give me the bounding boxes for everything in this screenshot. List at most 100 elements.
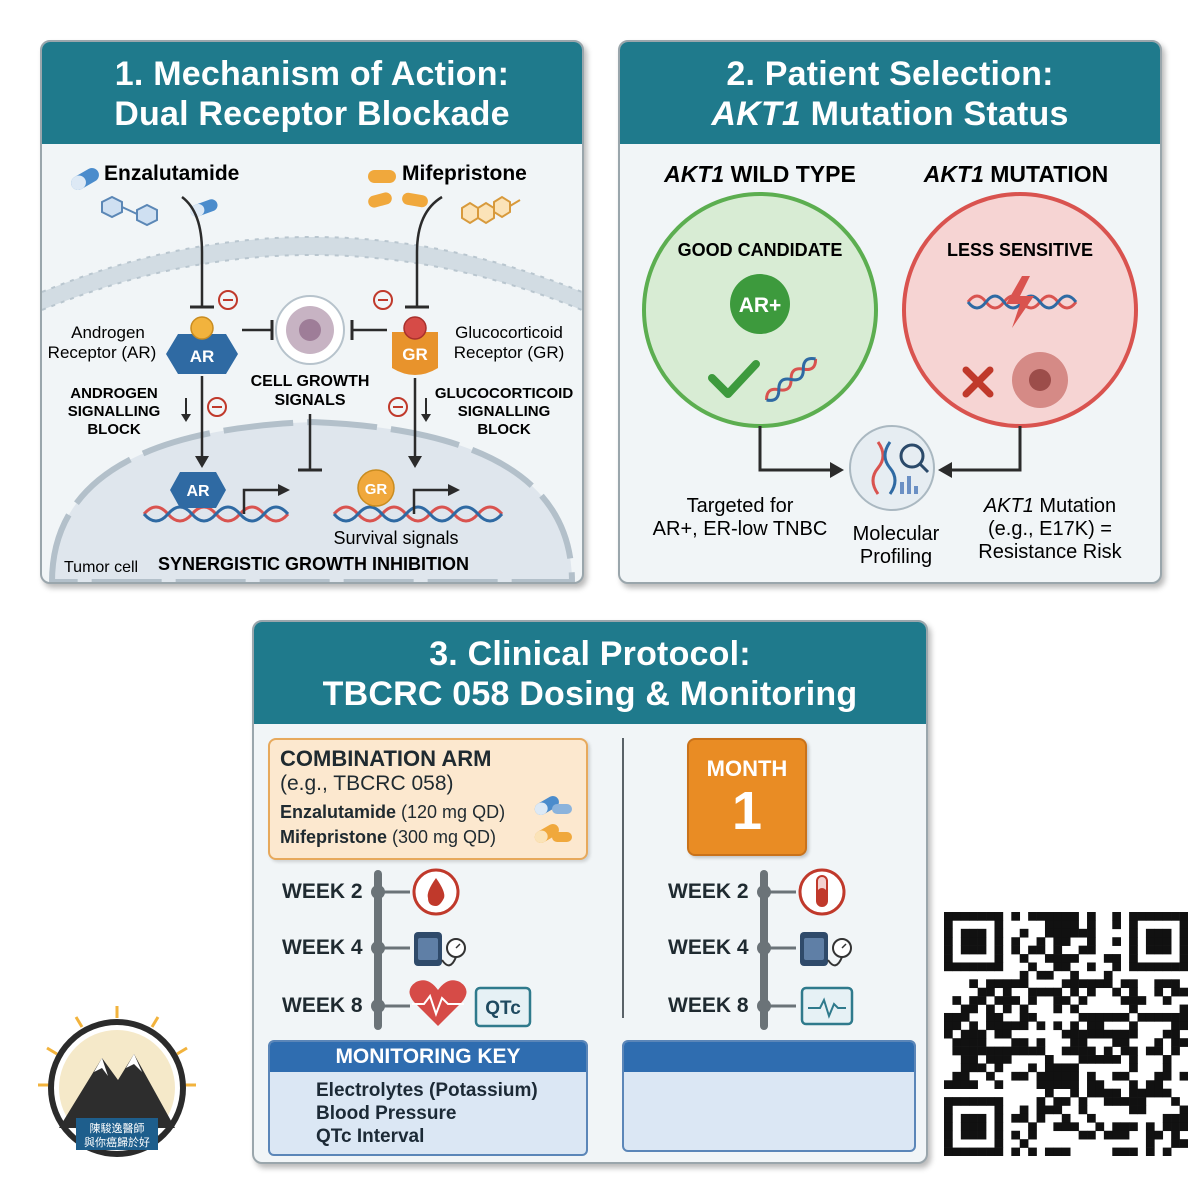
qr-module <box>1036 970 1046 980</box>
panel-protocol-body: COMBINATION ARM (e.g., TBCRC 058) Enzalu… <box>254 722 926 1162</box>
qr-module <box>994 1012 1004 1022</box>
qr-module <box>1036 937 1046 946</box>
tumor-cell-resistant-icon <box>1012 352 1068 408</box>
qr-module <box>1061 1029 1071 1039</box>
qr-module <box>1162 1147 1172 1156</box>
ecg-monitor-icon <box>800 986 854 1026</box>
monitoring-key-title: MONITORING KEY <box>270 1042 586 1072</box>
qr-module <box>1137 1097 1147 1106</box>
qr-module <box>1179 920 1188 930</box>
minus-icon-gr-mid <box>388 397 408 417</box>
qr-module <box>1070 1046 1079 1056</box>
qr-module <box>1129 1029 1138 1039</box>
qr-module <box>977 945 987 955</box>
qr-module <box>977 1038 987 1047</box>
qr-module <box>969 962 978 972</box>
qr-module <box>960 1130 970 1140</box>
qr-module <box>944 1130 953 1140</box>
qr-module <box>1129 1097 1138 1106</box>
qr-module <box>1053 1021 1063 1031</box>
survival-signals-label: Survival signals <box>333 528 458 548</box>
qr-module <box>1002 1021 1012 1031</box>
qr-module <box>1061 996 1071 1005</box>
panel-selection-title-line1: 2. Patient Selection: <box>726 55 1054 93</box>
qr-module <box>1137 962 1147 972</box>
qr-module <box>1036 1080 1046 1089</box>
qr-module <box>969 1147 978 1156</box>
qr-module <box>960 945 970 955</box>
qr-module <box>1053 945 1063 955</box>
qr-module <box>1019 970 1029 980</box>
qr-module <box>1162 1012 1172 1022</box>
qr-module <box>960 928 970 938</box>
qr-module <box>1044 1147 1054 1156</box>
qr-module <box>994 1097 1004 1106</box>
qr-module <box>1070 1063 1079 1073</box>
qr-module <box>1145 928 1155 938</box>
qr-module <box>1011 1021 1021 1031</box>
qr-module <box>1112 1038 1121 1047</box>
qr-module <box>994 1021 1004 1031</box>
qr-module <box>1036 1097 1046 1106</box>
cell-growth-label-line2: SIGNALS <box>274 392 345 409</box>
qr-module <box>1145 1122 1155 1132</box>
qr-module <box>994 1147 1004 1156</box>
qr-module <box>1002 987 1012 997</box>
qr-module <box>1171 979 1180 989</box>
qr-module <box>1179 1105 1188 1115</box>
qr-module <box>1171 912 1180 921</box>
qr-module <box>1011 1113 1021 1123</box>
check-icon <box>708 360 760 398</box>
qr-module <box>944 1012 953 1022</box>
qr-module <box>1154 962 1164 972</box>
qr-module <box>986 962 995 972</box>
qr-module <box>1070 1038 1079 1047</box>
gr-transcription-arrow-icon <box>412 484 460 514</box>
qr-module <box>1036 1071 1046 1081</box>
qr-module <box>1179 1038 1188 1047</box>
qr-module <box>1179 1113 1188 1123</box>
qr-module <box>1112 1122 1121 1132</box>
x-cross-icon <box>962 366 994 398</box>
qr-module <box>1145 1139 1155 1148</box>
ar-to-nucleus-arrow-icon <box>195 376 209 468</box>
qr-module <box>1137 912 1147 921</box>
qr-module <box>1103 970 1113 980</box>
ar-plus-text: AR+ <box>739 294 782 317</box>
qr-module <box>1120 1071 1130 1081</box>
logo-mountain-icon <box>59 1054 175 1128</box>
panel-protocol-title-line2: TBCRC 058 Dosing & Monitoring <box>322 675 858 713</box>
mifepristone-inhibit-line <box>415 195 443 307</box>
wild-type-gene: AKT1 <box>663 161 724 187</box>
qr-module <box>944 1105 953 1115</box>
selection-diagram: AKT1 WILD TYPE AKT1 MUTATION GOOD CANDID… <box>642 161 1138 568</box>
qr-module <box>1179 954 1188 963</box>
qr-module <box>944 945 953 955</box>
ar-small-down-arrow-icon <box>181 398 191 422</box>
qr-module <box>960 1113 970 1123</box>
qr-module <box>1028 1046 1037 1056</box>
androgen-receptor-icon <box>166 316 238 374</box>
right-node-1 <box>757 885 771 899</box>
qr-module <box>1162 928 1172 938</box>
resistance-gene: AKT1 <box>983 495 1034 517</box>
qr-module <box>969 912 978 921</box>
tumor-cell-label: Tumor cell <box>64 559 138 576</box>
qr-module <box>1061 1063 1071 1073</box>
ar-label-line2: Receptor (AR) <box>48 343 157 362</box>
qr-module <box>1053 1071 1063 1081</box>
qr-module <box>1154 945 1164 955</box>
qr-module <box>986 1046 995 1056</box>
qr-module <box>1087 928 1096 938</box>
qr-module <box>1078 1105 1088 1115</box>
qr-code[interactable] <box>944 912 1188 1156</box>
qr-module <box>1179 1012 1188 1022</box>
qr-module <box>1145 1088 1155 1098</box>
nuclear-ar-icon <box>170 472 226 508</box>
qr-module <box>1120 1038 1130 1047</box>
qr-module <box>960 1147 970 1156</box>
qr-module <box>1019 1004 1029 1014</box>
logo-sun-rays <box>38 1006 196 1087</box>
enzalutamide-capsule-icon <box>71 168 99 190</box>
combination-arm-box: COMBINATION ARM (e.g., TBCRC 058) Enzalu… <box>268 738 588 860</box>
